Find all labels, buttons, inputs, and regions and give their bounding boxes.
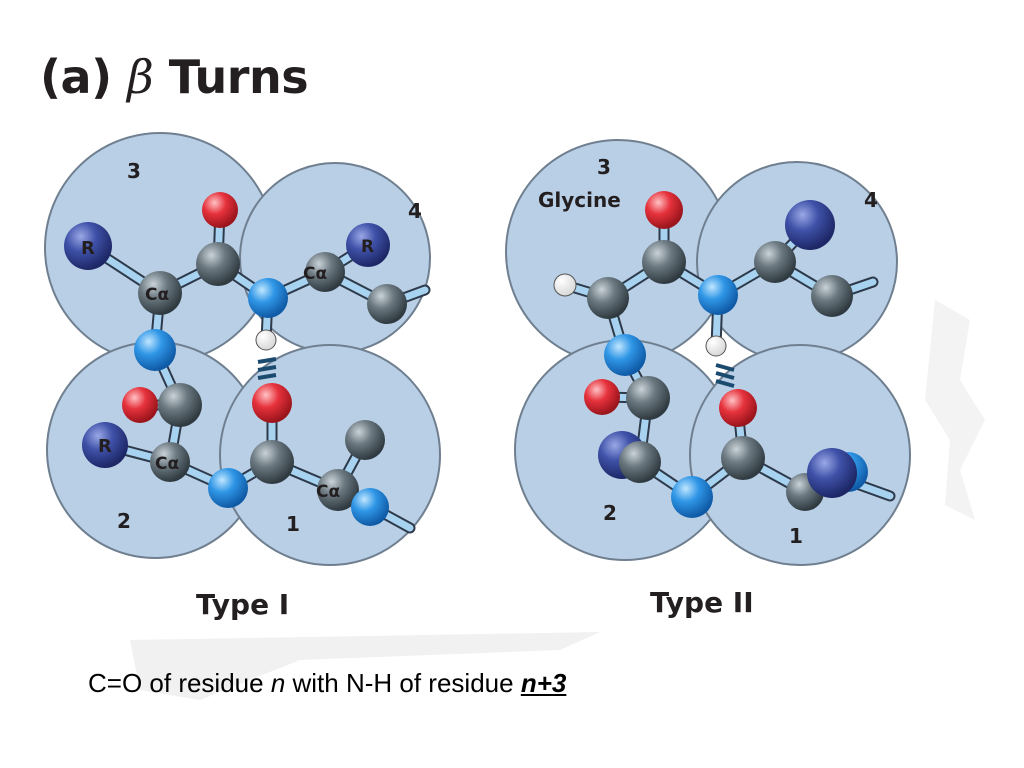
type-ii-glycine-label: Glycine: [538, 188, 621, 212]
type-i-carbonyl-c-1: [250, 440, 294, 484]
type-i-nitrogen-1: [351, 488, 389, 526]
type-i-r-group-4: [346, 223, 390, 267]
type-ii-label: Type II: [650, 586, 754, 619]
type-i-calpha-3: [138, 271, 182, 315]
type-i-nitrogen-2: [208, 468, 248, 508]
type-i-diagram: R R R Cα Cα Cα Cα 3 4 2 1: [44, 132, 441, 566]
type-ii-oxygen-1: [719, 389, 757, 427]
type-ii-oxygen-2: [584, 379, 620, 415]
type-i-calpha-2: [150, 442, 190, 482]
watermark: [130, 300, 985, 700]
type-ii-carbonyl-c-3: [642, 240, 686, 284]
type-i-residue-number-3: 3: [127, 159, 141, 183]
type-i-nitrogen-3: [134, 329, 176, 371]
type-ii-r-group-1: [807, 448, 857, 498]
caption: C=O of residue n with N-H of residue n+3: [88, 668, 566, 699]
type-i-r-group-2: [82, 422, 128, 468]
type-ii-oxygen-3: [645, 191, 683, 229]
type-i-hydrogen-4: [255, 329, 277, 351]
type-ii-nitrogen-4: [698, 275, 738, 315]
type-i-residue-number-2: 2: [117, 509, 131, 533]
type-ii-residue-number-1: 1: [789, 524, 803, 548]
type-i-r-label-2: R: [98, 436, 112, 457]
figure-title: (a) β Turns: [40, 50, 309, 104]
caption-part2: with N-H of residue: [285, 668, 521, 698]
type-i-calpha-1: [317, 469, 359, 511]
type-ii-calpha-3: [587, 277, 629, 319]
type-i-label: Type I: [196, 588, 290, 621]
type-i-oxygen-3: [202, 192, 238, 228]
type-i-calpha-4: [305, 252, 345, 292]
type-i-r-label-4: R: [361, 237, 374, 257]
type-ii-carbon-4: [811, 275, 853, 317]
type-i-carbonyl-c-2: [158, 383, 202, 427]
type-i-calpha-label-1: Cα: [316, 482, 340, 502]
type-i-oxygen-2: [122, 387, 158, 423]
type-ii-diagram: 3 Glycine 4 2 1: [505, 139, 911, 566]
type-ii-residue-number-2: 2: [603, 501, 617, 525]
type-i-carbon-4: [367, 284, 407, 324]
type-ii-calpha-2: [619, 441, 661, 483]
type-ii-residue-number-4: 4: [864, 188, 878, 212]
caption-residue-n3: n+3: [520, 668, 567, 698]
type-ii-hydrogen-3: [553, 273, 577, 297]
type-ii-carbonyl-c-1: [721, 436, 765, 480]
type-ii-calpha-4: [754, 241, 796, 283]
type-ii-r-group-4: [785, 200, 835, 250]
type-i-r-label-3: R: [81, 238, 95, 259]
type-i-hydrogen-bond: [257, 357, 277, 380]
type-i-carbon-side-1: [345, 420, 385, 460]
caption-residue-n: n: [270, 668, 286, 698]
type-i-residue-number-1: 1: [286, 512, 300, 536]
type-i-calpha-label-4: Cα: [303, 264, 327, 284]
type-i-calpha-label-2: Cα: [155, 454, 179, 474]
title-text: Turns: [168, 50, 309, 104]
type-i-residue-number-4: 4: [408, 199, 422, 223]
type-i-r-group-3: [64, 222, 112, 270]
type-i-calpha-label-3: Cα: [145, 285, 169, 305]
type-ii-nitrogen-3: [604, 334, 646, 376]
type-ii-residue-number-3: 3: [597, 155, 611, 179]
type-i-nitrogen-4: [248, 278, 288, 318]
type-ii-hydrogen-bond: [715, 363, 735, 388]
title-greek: β: [127, 50, 154, 104]
title-prefix: (a): [40, 50, 112, 104]
type-ii-nitrogen-2: [671, 476, 713, 518]
type-i-oxygen-1: [252, 383, 292, 423]
type-ii-carbonyl-c-2: [626, 376, 670, 420]
type-i-carbonyl-c-3: [196, 242, 240, 286]
type-ii-hydrogen-4: [705, 335, 727, 357]
caption-part1: C=O of residue: [88, 668, 271, 698]
